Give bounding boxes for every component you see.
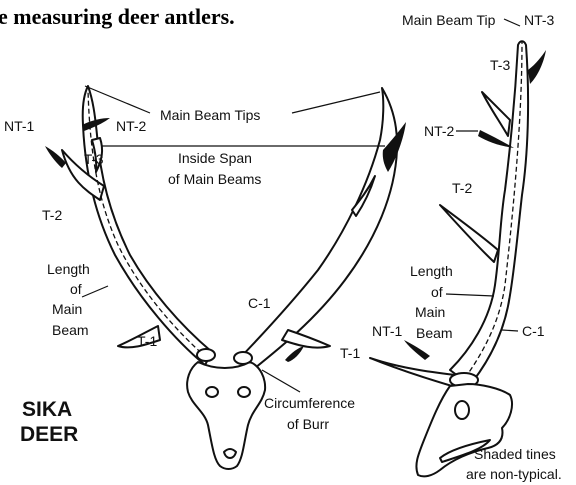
species-label-2: DEER: [20, 423, 78, 446]
svg-text:Circumference: Circumference: [264, 395, 355, 411]
label-t1-side: T-1: [340, 345, 360, 361]
label-t3-side: T-3: [490, 57, 510, 73]
side-tine-t3: [482, 92, 510, 136]
label-circumference-burr: Circumference of Burr: [264, 395, 355, 432]
left-nt1-shaded: [45, 146, 66, 168]
front-skull-right-eye: [238, 387, 250, 397]
front-skull-left-eye: [206, 387, 218, 397]
label-main-beam-tip: Main Beam Tip: [402, 12, 496, 28]
svg-text:Beam: Beam: [52, 322, 89, 338]
burr-arrow: [262, 370, 300, 392]
label-nt2-front: NT-2: [116, 118, 147, 134]
main-beam-tip-arrow: [504, 19, 520, 26]
svg-text:Length: Length: [47, 261, 90, 277]
length-arrow-side: [446, 294, 494, 296]
label-nt1-side: NT-1: [372, 323, 403, 339]
svg-text:Length: Length: [410, 263, 453, 279]
side-main-beam: [450, 41, 528, 385]
svg-text:Main: Main: [415, 304, 445, 320]
side-tine-t1: [370, 358, 455, 386]
label-t1-front: T-1: [137, 333, 157, 349]
left-main-beam: [83, 86, 212, 365]
main-beam-tips-line-left: [85, 86, 150, 113]
species-label-1: SIKA: [22, 398, 72, 421]
label-t3-front: T-3: [84, 152, 104, 167]
label-length-main-beam-front: Length of Main Beam: [47, 261, 90, 338]
label-c1-side: C-1: [522, 323, 545, 339]
right-tine-t1: [282, 330, 330, 348]
label-nt2-side: NT-2: [424, 123, 455, 139]
svg-text:of: of: [431, 284, 443, 300]
svg-text:Beam: Beam: [416, 325, 453, 341]
side-view-antler: [370, 41, 546, 476]
label-t2-side: T-2: [452, 180, 472, 196]
side-skull: [416, 384, 512, 476]
main-beam-tips-line-right: [292, 92, 380, 113]
side-skull-eye: [455, 401, 469, 419]
label-c1-front: C-1: [248, 295, 271, 311]
side-tine-t2: [440, 205, 498, 262]
svg-text:of: of: [70, 281, 82, 297]
side-nt3-shaded: [528, 50, 546, 84]
note-line-1: Shaded tines: [474, 446, 556, 462]
front-view-antlers: [45, 86, 406, 469]
page-title: e measuring deer antlers.: [0, 4, 235, 29]
label-nt3-side: NT-3: [524, 12, 555, 28]
c1-side-arrow: [502, 330, 518, 331]
label-inside-span-2: of Main Beams: [168, 171, 261, 187]
label-t2-front: T-2: [42, 207, 62, 223]
label-nt1-front: NT-1: [4, 118, 35, 134]
note-line-2: are non-typical.: [466, 466, 562, 482]
length-arrow-front: [82, 286, 108, 297]
svg-text:of Burr: of Burr: [287, 416, 329, 432]
right-nt-brow-shaded: [285, 346, 304, 362]
label-main-beam-tips: Main Beam Tips: [160, 107, 260, 123]
left-burr: [197, 349, 215, 361]
front-skull-nose: [224, 449, 236, 458]
label-length-main-beam-side: Length of Main Beam: [410, 263, 453, 341]
side-nt1-shaded: [404, 340, 430, 360]
label-inside-span-1: Inside Span: [178, 150, 252, 166]
svg-text:Main: Main: [52, 301, 82, 317]
